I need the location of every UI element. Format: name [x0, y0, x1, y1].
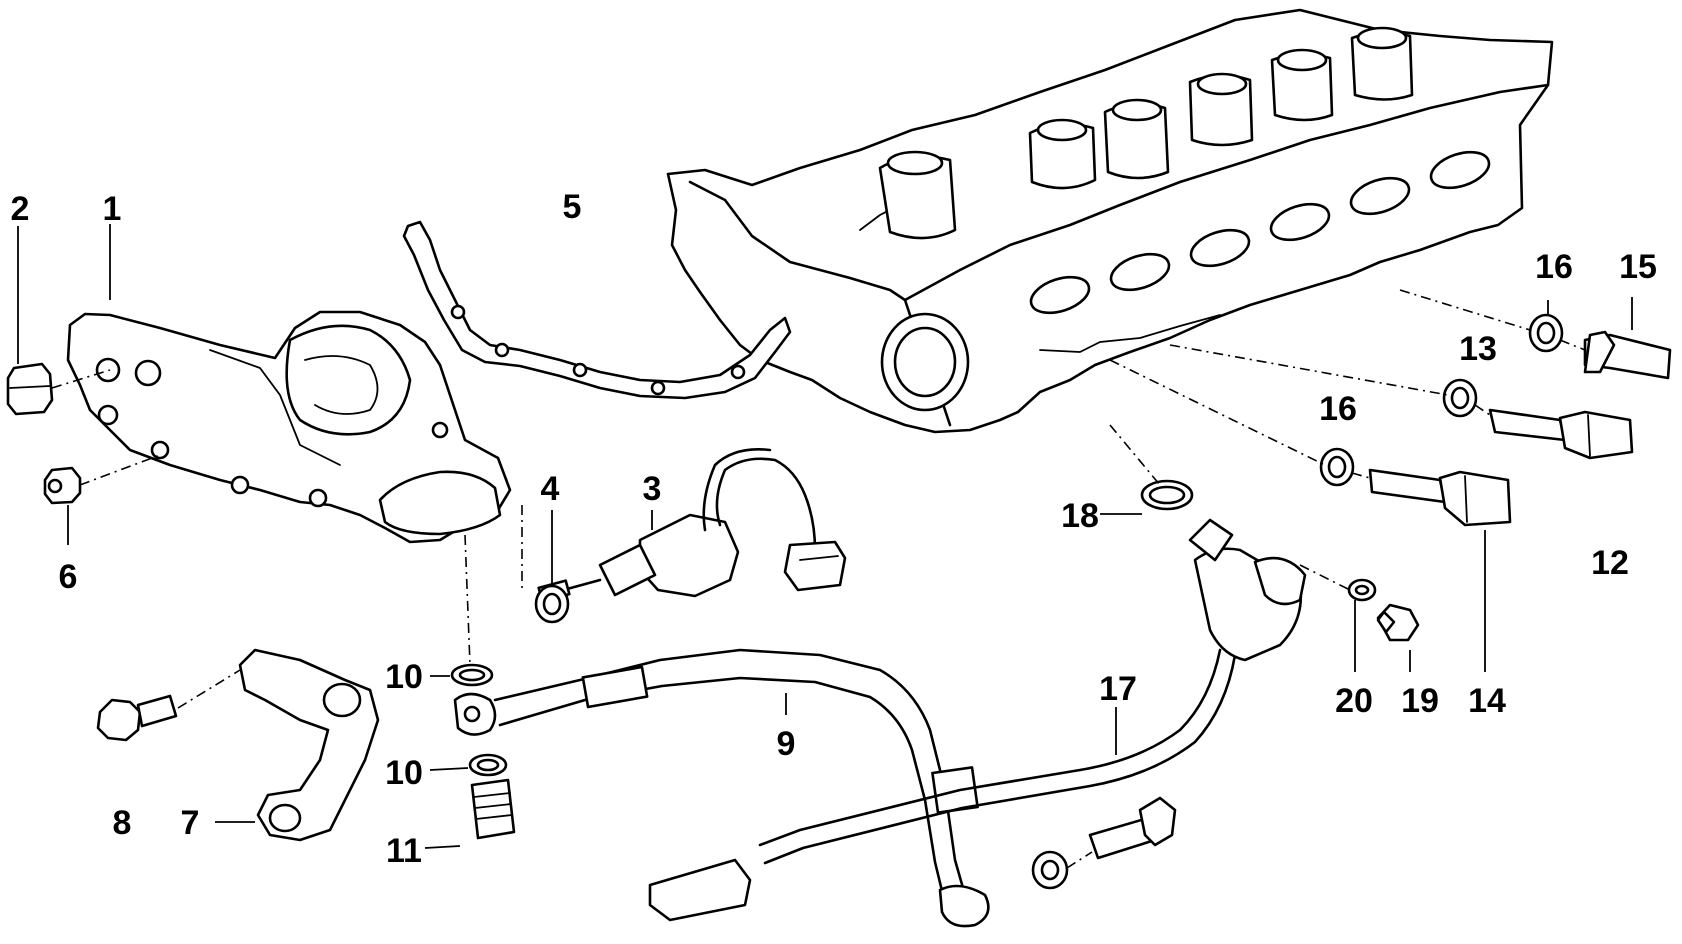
bolt-8: [96, 694, 178, 742]
port-openings: [1029, 150, 1491, 315]
sensor-14: [1368, 468, 1512, 527]
bracket-7: [238, 648, 380, 842]
label-16-lower: 16: [1319, 390, 1357, 428]
plug-19: [1376, 603, 1420, 642]
label-2: 2: [11, 190, 30, 228]
actuator-3: [537, 448, 847, 603]
oring-18: [1140, 479, 1194, 511]
washer-13: [1442, 378, 1478, 418]
sensor-cable-17: [648, 518, 1307, 922]
label-9: 9: [777, 725, 796, 763]
label-16-upper: 16: [1535, 248, 1573, 286]
label-1: 1: [103, 190, 122, 228]
label-15: 15: [1619, 248, 1657, 286]
label-20: 20: [1335, 682, 1373, 720]
washer-16-upper: [1528, 313, 1564, 353]
cylinder-head: [666, 8, 1554, 434]
label-8: 8: [113, 804, 132, 842]
seal-10-lower: [468, 753, 508, 777]
part-labels: 1 2 3 4 5 6 7 8 9 10 10 11 12 13 16 15 1…: [11, 188, 1657, 870]
label-5: 5: [563, 188, 582, 226]
gasket-5-holes: [450, 304, 746, 396]
plug-2: [6, 362, 54, 416]
housing-1: [66, 310, 512, 544]
washer-4: [534, 584, 570, 624]
label-11: 11: [386, 832, 422, 870]
label-17: 17: [1099, 670, 1137, 708]
banjo-bolt-11: [470, 778, 516, 840]
label-12: 12: [1591, 544, 1629, 582]
label-10-upper: 10: [385, 658, 423, 696]
label-10-lower: 10: [385, 754, 423, 792]
leader-lines: [17, 224, 1633, 849]
label-19: 19: [1401, 682, 1439, 720]
hose-9: [453, 648, 990, 928]
cam-bearing-towers: [878, 26, 1414, 240]
washer-20: [1347, 578, 1377, 602]
label-14: 14: [1468, 682, 1506, 720]
head-bore: [880, 312, 970, 412]
label-18: 18: [1061, 497, 1099, 535]
label-3: 3: [643, 470, 662, 508]
assembly-lines: [51, 289, 1586, 869]
seal-10-upper: [450, 663, 494, 687]
sensor-15: [1583, 330, 1672, 380]
plug-6: [43, 466, 82, 505]
label-4: 4: [541, 470, 560, 508]
sensor-12: [1488, 408, 1634, 460]
washer-16-lower: [1319, 447, 1355, 487]
label-6: 6: [59, 558, 78, 596]
bolt-and-washer-bottom: [1031, 796, 1177, 890]
label-13: 13: [1459, 330, 1497, 368]
label-7: 7: [181, 804, 200, 842]
